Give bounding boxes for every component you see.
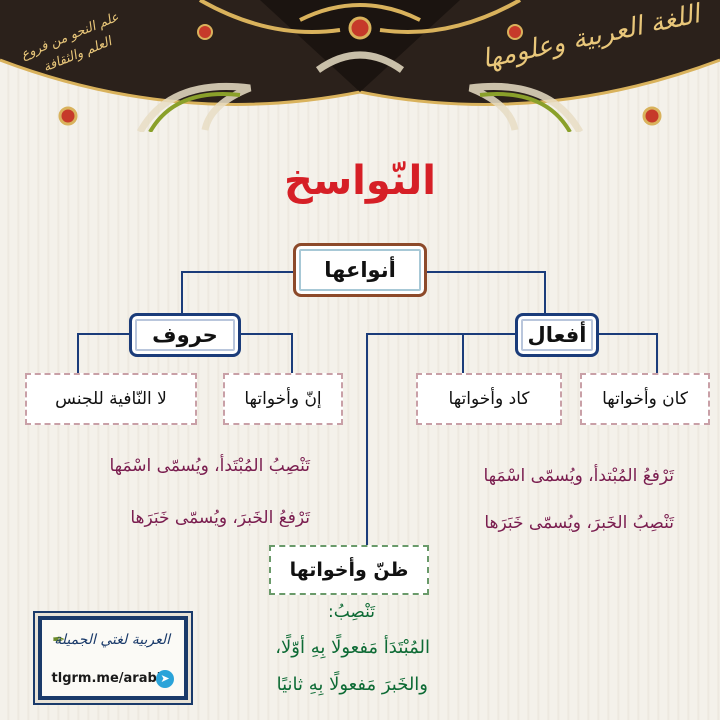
node-verbs-label: أفعال <box>527 323 587 347</box>
zanna-rule-head: تَنْصِبُ: <box>327 602 375 622</box>
leaf-la-nafiya-label: لا النّافية للجنس <box>55 389 167 409</box>
verbs-rule-2: تَنْصِبُ الخَبرَ، ويُسمّى خَبَرَها <box>484 513 674 533</box>
channel-logo: ✒ العربية لغتي الجميلة tlgrm.me/arabiia … <box>35 613 191 703</box>
diagram-title: النّواسخ <box>283 158 436 204</box>
zanna-rule-1: المُبْتَدَأ مَفعولًا بِهِ أوّلًا، <box>275 637 430 658</box>
leaf-kada-label: كاد وأخواتها <box>448 389 530 409</box>
particles-rule-2: تَرْفعُ الخَبرَ، ويُسمّى خَبَرَها <box>130 508 310 528</box>
ornament-graphic <box>0 0 720 132</box>
leaf-zanna: ظنّ وأخواتها <box>269 545 429 595</box>
node-types-label: أنواعها <box>324 258 396 282</box>
verbs-rule-1: تَرْفعُ المُبْتدأ، ويُسمّى اسْمَها <box>483 466 674 486</box>
leaf-kada: كاد وأخواتها <box>416 373 562 425</box>
feather-icon: ✒ <box>52 630 66 649</box>
telegram-icon: ➤ <box>156 670 174 688</box>
logo-card: ✒ العربية لغتي الجميلة tlgrm.me/arabiia … <box>42 620 184 696</box>
leaf-zanna-label: ظنّ وأخواتها <box>289 559 409 581</box>
node-particles-label: حروف <box>152 323 218 347</box>
leaf-kana: كان وأخواتها <box>580 373 710 425</box>
header-banner: اللغة العربية وعلومها علم النحو من فروع … <box>0 0 720 132</box>
node-verbs: أفعال <box>515 313 599 357</box>
leaf-inna-label: إنّ وأخواتها <box>244 389 322 409</box>
logo-name: العربية لغتي الجميلة <box>54 632 170 648</box>
node-particles: حروف <box>129 313 241 357</box>
node-types: أنواعها <box>293 243 427 297</box>
zanna-rule-2: والخَبرَ مَفعولًا بِهِ ثانيًا <box>276 674 428 695</box>
particles-rule-1: تَنْصِبُ المُبْتَدأ، ويُسمّى اسْمَها <box>109 456 310 476</box>
leaf-kana-label: كان وأخواتها <box>602 389 688 409</box>
leaf-la-nafiya: لا النّافية للجنس <box>25 373 197 425</box>
leaf-inna: إنّ وأخواتها <box>223 373 343 425</box>
logo-url[interactable]: tlgrm.me/arabiia <box>51 671 175 686</box>
